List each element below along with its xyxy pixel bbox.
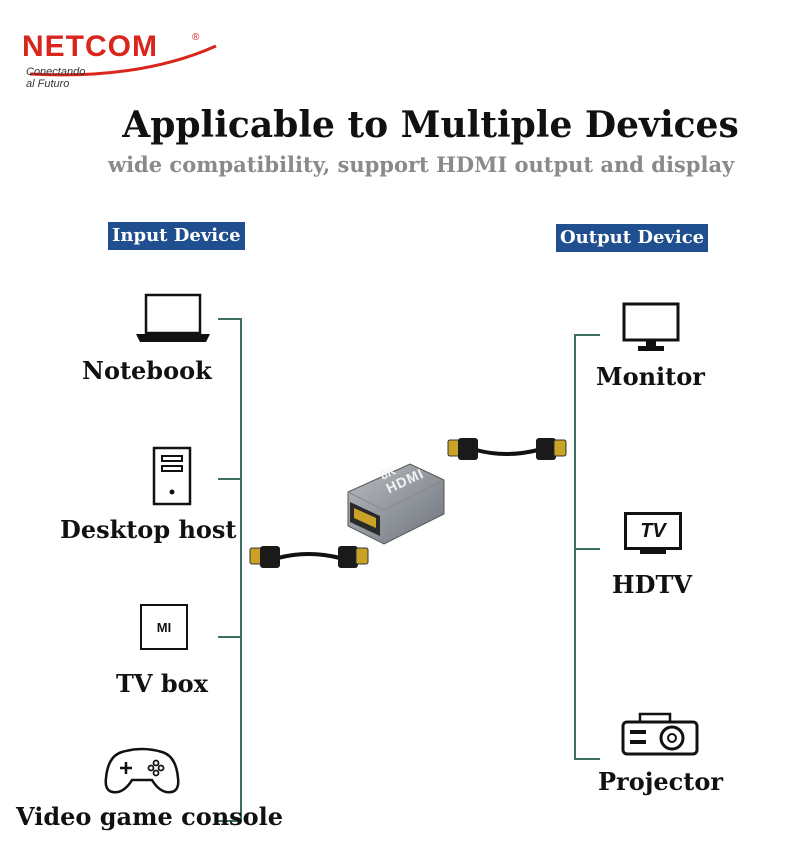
page-subtitle: wide compatibility, support HDMI output … [108, 152, 735, 177]
input-bracket-tick-notebook [218, 318, 242, 320]
input-device-video-game-console: Video game console [16, 802, 284, 831]
output-bracket-tick-projector [574, 758, 600, 760]
output-device-badge: Output Device [556, 224, 709, 252]
tvbox-icon-text: MI [156, 620, 172, 635]
input-bracket-tick-tvbox [218, 636, 242, 638]
output-device-projector: Projector [598, 767, 724, 796]
tvbox-icon: MI [140, 604, 188, 650]
notebook-icon [136, 293, 210, 342]
output-device-monitor: Monitor [596, 362, 705, 391]
output-bracket-tick-hdtv [574, 548, 600, 550]
desktop-tower-icon [152, 446, 192, 506]
gamepad-icon [104, 747, 180, 794]
input-device-tv-box: TV box [116, 669, 208, 698]
input-device-notebook: Notebook [82, 356, 212, 385]
monitor-icon [622, 302, 680, 351]
projector-icon [621, 712, 699, 756]
brand-registered-mark: ® [192, 32, 200, 43]
input-bracket-tick-console [218, 820, 242, 822]
input-device-desktop-host: Desktop host [60, 515, 237, 544]
page-title: Applicable to Multiple Devices [122, 104, 739, 146]
output-hdmi-cable [447, 438, 567, 460]
input-bracket-tick-desktop [218, 478, 242, 480]
hdtv-icon-text: TV [640, 520, 666, 542]
input-hdmi-cable [249, 546, 369, 568]
output-device-hdtv: HDTV [612, 570, 692, 599]
input-bracket-vertical [240, 318, 242, 822]
hdtv-icon: TV [624, 512, 682, 556]
output-bracket-vertical [574, 334, 576, 760]
output-bracket-tick-monitor [574, 334, 600, 336]
hdmi-8k-adapter [347, 463, 445, 545]
input-device-badge: Input Device [108, 222, 245, 250]
brand-name: NETCOM [22, 30, 158, 63]
brand-swoosh-icon [29, 44, 217, 77]
brand-tagline: Conectando al Futuro [26, 66, 86, 90]
